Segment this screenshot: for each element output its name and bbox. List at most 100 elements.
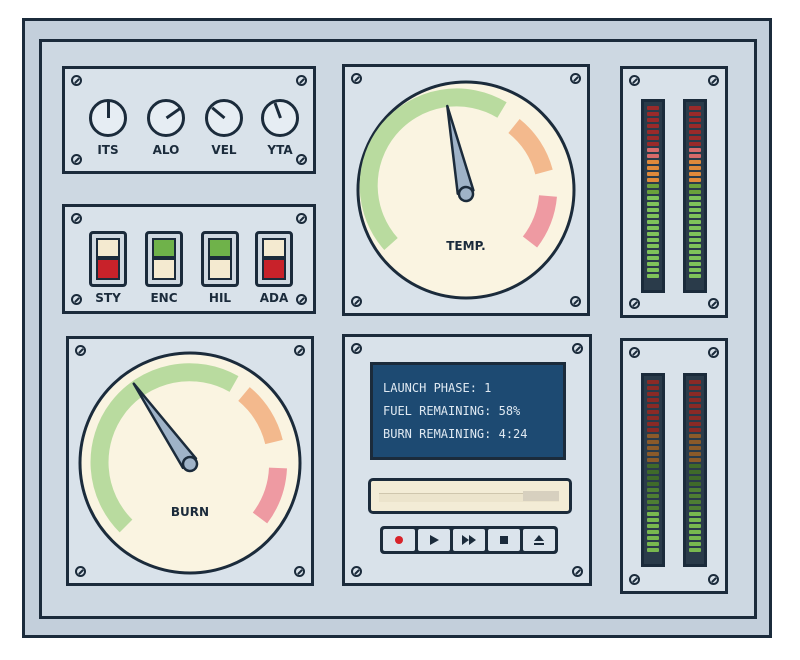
display-line-burn-remaining: BURN REMAINING: 4:24 bbox=[383, 427, 528, 441]
meter-segment bbox=[647, 422, 659, 426]
toggle-switch-sty[interactable] bbox=[89, 231, 127, 287]
screw-icon bbox=[629, 298, 640, 309]
eject-button[interactable] bbox=[523, 529, 555, 551]
burn-needle bbox=[132, 382, 199, 473]
toggle-switch-enc[interactable] bbox=[145, 231, 183, 287]
meter-segment bbox=[647, 244, 659, 248]
meter-segment bbox=[689, 404, 701, 408]
screw-icon bbox=[572, 343, 583, 354]
meter-segment bbox=[647, 208, 659, 212]
meter-segment bbox=[689, 238, 701, 242]
tape-slider[interactable] bbox=[523, 491, 559, 501]
meter-segment bbox=[647, 518, 659, 522]
meter-segment bbox=[647, 106, 659, 110]
switch-top bbox=[152, 238, 176, 258]
meter-segment bbox=[689, 148, 701, 152]
meter-segment bbox=[689, 542, 701, 546]
meter-segment bbox=[689, 470, 701, 474]
meter-segment bbox=[647, 274, 659, 278]
screw-icon bbox=[629, 75, 640, 86]
meter-segment bbox=[689, 166, 701, 170]
screw-icon bbox=[708, 75, 719, 86]
level-meter-left bbox=[641, 99, 665, 293]
meter-segment bbox=[647, 482, 659, 486]
fast-forward-button[interactable] bbox=[453, 529, 485, 551]
gauge-arc-orange bbox=[238, 387, 283, 445]
needle-hub bbox=[181, 455, 199, 473]
meter-segment bbox=[689, 268, 701, 272]
meter-segment bbox=[689, 184, 701, 188]
knob-yta[interactable] bbox=[261, 99, 299, 137]
meter-segment bbox=[689, 208, 701, 212]
switch-label-hil: HIL bbox=[208, 291, 232, 305]
screw-icon bbox=[71, 213, 82, 224]
meter-segment bbox=[647, 506, 659, 510]
play-button[interactable] bbox=[418, 529, 450, 551]
meter-segment bbox=[689, 112, 701, 116]
meter-segment bbox=[647, 410, 659, 414]
meter-segment bbox=[647, 172, 659, 176]
burn-gauge-panel: BURN bbox=[66, 336, 314, 586]
meter-segment bbox=[689, 190, 701, 194]
meter-segment bbox=[647, 268, 659, 272]
meter-segment bbox=[647, 428, 659, 432]
switch-panel: STY ENC HIL ADA bbox=[62, 204, 316, 314]
meter-segment bbox=[689, 536, 701, 540]
knob-label-yta: YTA bbox=[267, 143, 293, 157]
toggle-switch-ada[interactable] bbox=[255, 231, 293, 287]
temp-gauge bbox=[356, 80, 576, 300]
knob-alo[interactable] bbox=[147, 99, 185, 137]
meter-segment bbox=[647, 380, 659, 384]
temp-gauge-panel: TEMP. bbox=[342, 64, 590, 316]
screw-icon bbox=[708, 347, 719, 358]
screw-icon bbox=[351, 73, 362, 84]
stop-button[interactable] bbox=[488, 529, 520, 551]
screw-icon bbox=[296, 154, 307, 165]
level-meter-right bbox=[683, 373, 707, 567]
tape-slot[interactable] bbox=[368, 478, 572, 514]
meter-segment bbox=[689, 106, 701, 110]
switch-top bbox=[96, 238, 120, 258]
meter-segment bbox=[689, 530, 701, 534]
meter-segment bbox=[689, 130, 701, 134]
meter-segment bbox=[647, 250, 659, 254]
switch-bottom bbox=[96, 258, 120, 280]
switch-bottom bbox=[208, 258, 232, 280]
meter-segment bbox=[647, 196, 659, 200]
meter-segment bbox=[647, 494, 659, 498]
switch-label-enc: ENC bbox=[150, 291, 178, 305]
meter-segment bbox=[689, 262, 701, 266]
meter-segment bbox=[647, 398, 659, 402]
meter-segment bbox=[647, 262, 659, 266]
meter-segment bbox=[647, 404, 659, 408]
meter-segment bbox=[647, 446, 659, 450]
meter-segment bbox=[647, 202, 659, 206]
meter-segment bbox=[689, 154, 701, 158]
screw-icon bbox=[570, 73, 581, 84]
needle-hub bbox=[457, 185, 475, 203]
screw-icon bbox=[71, 75, 82, 86]
toggle-switch-hil[interactable] bbox=[201, 231, 239, 287]
switch-top bbox=[208, 238, 232, 258]
play-icon bbox=[430, 535, 439, 545]
stop-icon bbox=[500, 536, 508, 544]
record-button[interactable] bbox=[383, 529, 415, 551]
meter-segment bbox=[689, 196, 701, 200]
knob-its[interactable] bbox=[89, 99, 127, 137]
knob-vel[interactable] bbox=[205, 99, 243, 137]
gauge-arc-red bbox=[522, 194, 557, 248]
knob-pointer bbox=[210, 106, 225, 120]
meter-segment bbox=[647, 118, 659, 122]
meter-segment bbox=[689, 256, 701, 260]
meter-segment bbox=[689, 440, 701, 444]
switch-bottom bbox=[262, 258, 286, 280]
screw-icon bbox=[71, 294, 82, 305]
screw-icon bbox=[572, 566, 583, 577]
meter-segment bbox=[689, 422, 701, 426]
switch-label-ada: ADA bbox=[259, 291, 289, 305]
burn-gauge bbox=[78, 351, 302, 575]
screw-icon bbox=[294, 566, 305, 577]
meter-segment bbox=[689, 512, 701, 516]
meter-segment bbox=[647, 232, 659, 236]
status-display: LAUNCH PHASE: 1 FUEL REMAINING: 58% BURN… bbox=[370, 362, 566, 460]
